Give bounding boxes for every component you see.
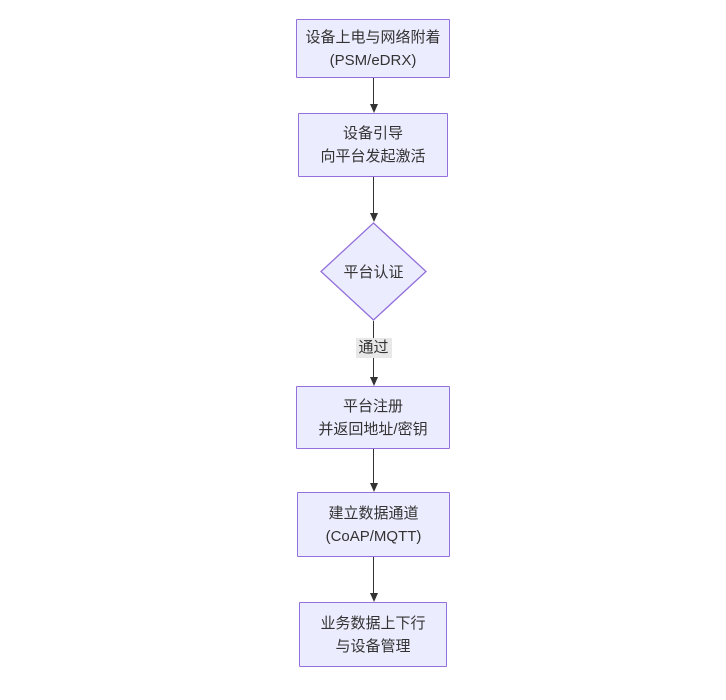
edge-bootstrap-to-auth (367, 177, 380, 222)
arrowhead-icon (369, 483, 378, 492)
node-power-attach: 设备上电与网络附着 (PSM/eDRX) (296, 19, 450, 78)
edge-line (373, 557, 374, 593)
node-register: 平台注册 并返回地址/密钥 (296, 386, 450, 449)
node-business: 业务数据上下行 与设备管理 (299, 602, 447, 667)
node-register-line2: 并返回地址/密钥 (318, 420, 428, 438)
node-bootstrap: 设备引导 向平台发起激活 (298, 113, 448, 177)
edge-register-to-channel (367, 449, 380, 492)
node-register-line1: 平台注册 (342, 397, 403, 415)
node-bootstrap-line2: 向平台发起激活 (320, 148, 426, 165)
node-platform-auth-label: 平台认证 (343, 264, 404, 281)
node-data-channel-line2: (CoAP/MQTT) (325, 527, 422, 545)
edge-channel-to-business (367, 557, 380, 602)
arrowhead-icon (369, 213, 378, 222)
node-power-attach-line2: (PSM/eDRX) (329, 51, 417, 69)
edge-label-pass: 通过 (355, 338, 392, 358)
arrowhead-icon (369, 593, 378, 602)
node-data-channel: 建立数据通道 (CoAP/MQTT) (297, 492, 450, 557)
node-platform-auth: 平台认证 (320, 222, 427, 321)
edge-auth-to-register: 通过 (355, 321, 392, 386)
node-business-line1: 业务数据上下行 (320, 614, 426, 632)
node-data-channel-line1: 建立数据通道 (328, 504, 419, 522)
edge-line (373, 78, 374, 104)
node-business-line2: 与设备管理 (335, 637, 411, 655)
diamond-shape-icon (320, 222, 427, 321)
node-power-attach-line1: 设备上电与网络附着 (305, 28, 441, 46)
node-bootstrap-line1: 设备引导 (342, 125, 403, 142)
arrowhead-icon (369, 104, 378, 113)
arrowhead-icon (369, 377, 378, 386)
edge-line (373, 449, 374, 483)
edge-line (373, 177, 374, 213)
edge-power-to-bootstrap (367, 78, 380, 113)
